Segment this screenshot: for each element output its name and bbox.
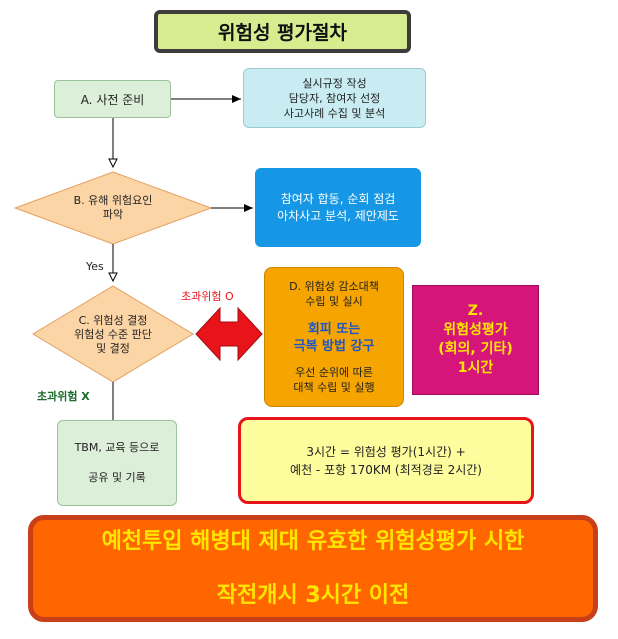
excess-risk-x-label: 초과위험 X <box>37 390 90 403</box>
double-arrow-c-d <box>195 306 263 362</box>
z-risk-assessment-box: Z.위험성평가(회의, 기타)1시간 <box>412 285 539 395</box>
step-a-preparation: A. 사전 준비 <box>54 80 171 118</box>
step-d-reduction-measures: D. 위험성 감소대책 수립 및 실시 회피 또는 극복 방법 강구 우선 순위… <box>264 267 404 407</box>
excess-risk-o-label: 초과위험 O <box>181 290 234 303</box>
yes-label: Yes <box>86 260 104 273</box>
time-calculation-box: 3시간 = 위험성 평가(1시간) +예천 - 포항 170KM (최적경로 2… <box>238 417 534 504</box>
step-d-emphasis: 회피 또는 극복 방법 강구 <box>293 322 375 354</box>
page-title: 위험성 평가절차 <box>154 10 411 53</box>
